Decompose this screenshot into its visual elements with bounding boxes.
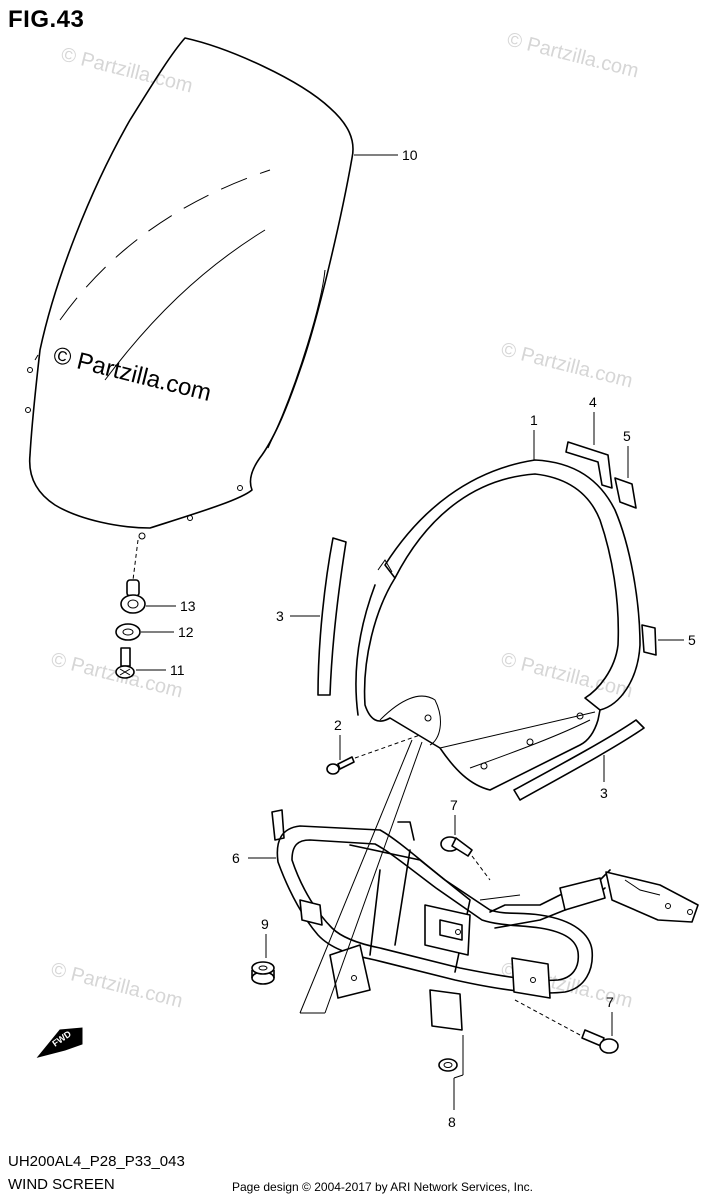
footer-credit: Page design © 2004-2017 by ARI Network S… bbox=[232, 1180, 534, 1194]
part-11-screw[interactable] bbox=[115, 647, 135, 679]
part-3-cushion-right[interactable] bbox=[513, 719, 645, 801]
part-4-cushion[interactable] bbox=[565, 441, 613, 489]
callout-13: 13 bbox=[180, 598, 196, 614]
callout-10: 10 bbox=[402, 147, 418, 163]
callout-7-lower: 7 bbox=[606, 994, 614, 1010]
watermark-main: © Partzilla.com bbox=[51, 342, 214, 407]
callout-5-lower: 5 bbox=[688, 632, 696, 648]
callout-7-upper: 7 bbox=[450, 797, 458, 813]
watermark-bottom-left: © Partzilla.com bbox=[49, 959, 185, 1013]
callout-9: 9 bbox=[261, 916, 269, 932]
watermark-mid-right-2: © Partzilla.com bbox=[499, 649, 635, 703]
part-12-washer[interactable] bbox=[115, 623, 141, 641]
part-3-cushion-left[interactable] bbox=[317, 537, 347, 696]
callout-5-upper: 5 bbox=[623, 428, 631, 444]
callout-2: 2 bbox=[334, 717, 342, 733]
figure-title: FIG.43 bbox=[8, 6, 85, 33]
part-10-windscreen[interactable] bbox=[25, 37, 354, 540]
callout-4: 4 bbox=[589, 394, 597, 410]
watermark-top-right: © Partzilla.com bbox=[505, 29, 641, 83]
callout-6: 6 bbox=[232, 850, 240, 866]
part-5-pad-upper[interactable] bbox=[614, 477, 637, 509]
callout-3-right: 3 bbox=[600, 785, 608, 801]
callout-1: 1 bbox=[530, 412, 538, 428]
callout-3-left: 3 bbox=[276, 608, 284, 624]
part-1-inner-cover[interactable] bbox=[355, 459, 641, 791]
section-name: WIND SCREEN bbox=[8, 1176, 115, 1193]
part-7-bolt-lower[interactable] bbox=[581, 1029, 619, 1054]
callout-12: 12 bbox=[178, 624, 194, 640]
part-7-bolt-upper[interactable] bbox=[440, 836, 473, 857]
callout-11: 11 bbox=[170, 662, 185, 678]
part-9-grommet[interactable] bbox=[251, 961, 275, 985]
watermark-mid-right: © Partzilla.com bbox=[499, 339, 635, 393]
part-6-bracket[interactable] bbox=[271, 809, 699, 1031]
part-5-pad-lower[interactable] bbox=[641, 624, 657, 656]
part-13-well-nut[interactable] bbox=[120, 579, 146, 614]
part-8-nut[interactable] bbox=[438, 1058, 458, 1072]
fwd-arrow-icon: FWD bbox=[36, 1027, 83, 1058]
part-2-screw[interactable] bbox=[326, 756, 355, 775]
model-code: UH200AL4_P28_P33_043 bbox=[8, 1153, 185, 1170]
callout-8: 8 bbox=[448, 1114, 456, 1130]
